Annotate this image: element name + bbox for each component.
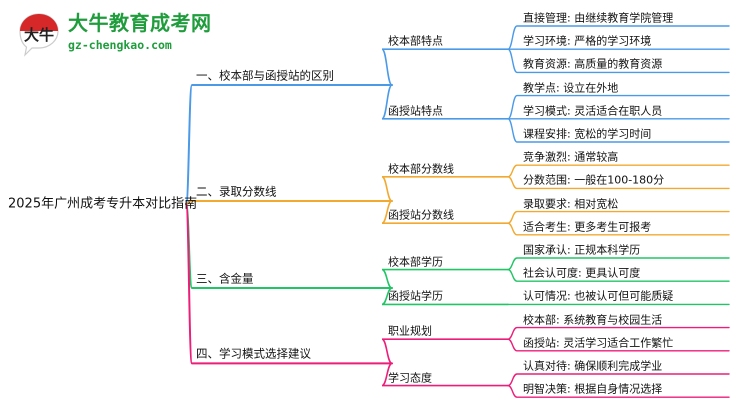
leaf-node[interactable]: 函授站: 灵活学习适合工作繁忙 [523,335,673,350]
leaf-node-label: 直接管理: 由继续教育学院管理 [523,11,674,25]
subtopic-node[interactable]: 校本部特点 [388,34,443,49]
branch-node[interactable]: 二、录取分数线 [196,185,277,200]
mindmap-root-node-label: 2025年广州成考专升本对比指南 [8,196,198,212]
subtopic-node-label: 函授站特点 [388,104,443,118]
svg-text:大牛: 大牛 [24,26,54,44]
subtopic-node[interactable]: 学习态度 [388,370,432,385]
subtopic-node-label: 职业规划 [388,324,432,338]
subtopic-node[interactable]: 函授站学历 [388,289,443,304]
leaf-node[interactable]: 校本部: 系统教育与校园生活 [523,312,662,327]
connector-line [381,338,509,365]
subtopic-node[interactable]: 校本部分数线 [388,161,454,176]
subtopic-node-label: 校本部分数线 [388,162,454,176]
subtopic-node-label: 函授站分数线 [388,208,454,222]
branch-node[interactable]: 四、学习模式选择建议 [196,347,311,362]
leaf-node-label: 社会认可度: 更具认可度 [523,266,641,280]
leaf-node[interactable]: 教学点: 设立在外地 [523,80,618,95]
branch-node-label: 三、含金量 [196,271,254,286]
subtopic-node[interactable]: 校本部学历 [388,254,443,269]
leaf-node[interactable]: 直接管理: 由继续教育学院管理 [523,11,673,26]
subtopic-node-label: 校本部特点 [388,34,443,48]
leaf-node-label: 学习模式: 灵活适合在职人员 [523,104,663,118]
leaf-node-label: 函授站: 灵活学习适合工作繁忙 [523,336,674,350]
leaf-node-label: 适合考生: 更多考生可报考 [523,220,652,234]
leaf-node-label: 学习环境: 严格的学习环境 [523,34,652,48]
logo-wordmark: 大牛教育成考网 gz-chengkao.com [68,11,228,53]
leaf-node-label: 录取要求: 相对宽松 [523,197,619,211]
leaf-node-label: 认真对待: 确保顺利完成学业 [523,359,663,373]
leaf-node[interactable]: 录取要求: 相对宽松 [523,196,618,211]
subtopic-node[interactable]: 函授站分数线 [388,208,454,223]
leaf-node-label: 分数范围: 一般在100-180分 [523,173,665,187]
connector-line [381,48,509,86]
connector-line [381,268,509,289]
branch-node-label: 一、校本部与函授站的区别 [196,68,334,83]
leaf-node[interactable]: 国家承认: 正规本科学历 [523,243,640,258]
branch-node[interactable]: 三、含金量 [196,272,254,287]
leaf-node[interactable]: 教育资源: 高质量的教育资源 [523,57,662,72]
branch-node[interactable]: 一、校本部与函授站的区别 [196,69,334,84]
leaf-node-label: 明智决策: 根据自身情况选择 [523,382,663,396]
connector-line [381,176,509,202]
subtopic-node[interactable]: 函授站特点 [388,103,443,118]
subtopic-node-label: 校本部学历 [388,255,443,269]
logo-mark-icon: 大牛 [19,13,59,57]
leaf-node-label: 竞争激烈: 通常较高 [523,150,619,164]
leaf-node[interactable]: 认可情况: 也被认可但可能质疑 [523,289,673,304]
leaf-node[interactable]: 分数范围: 一般在100-180分 [523,173,664,188]
subtopic-node-label: 学习态度 [388,371,432,385]
branch-node-label: 二、录取分数线 [196,184,277,199]
site-logo: 大牛 大牛教育成考网 gz-chengkao.com [16,10,226,62]
leaf-node-label: 教育资源: 高质量的教育资源 [523,57,663,71]
mindmap-root-node[interactable]: 2025年广州成考专升本对比指南 [8,197,197,212]
leaf-node-label: 认可情况: 也被认可但可能质疑 [523,289,674,303]
leaf-node-label: 国家承认: 正规本科学历 [523,243,641,257]
leaf-node[interactable]: 学习环境: 严格的学习环境 [523,34,651,49]
leaf-node-label: 教学点: 设立在外地 [523,81,619,95]
leaf-node-label: 课程安排: 宽松的学习时间 [523,127,652,141]
connector-line [185,200,393,205]
branch-node-label: 四、学习模式选择建议 [196,346,311,361]
leaf-node[interactable]: 社会认可度: 更具认可度 [523,266,640,281]
leaf-node[interactable]: 认真对待: 确保顺利完成学业 [523,359,662,374]
leaf-node-label: 校本部: 系统教育与校园生活 [523,313,663,327]
leaf-node[interactable]: 学习模式: 灵活适合在职人员 [523,103,662,118]
subtopic-node[interactable]: 职业规划 [388,324,432,339]
subtopic-node-label: 函授站学历 [388,289,443,303]
logo-name-cn: 大牛教育成考网 [68,11,212,35]
leaf-node[interactable]: 竞争激烈: 通常较高 [523,150,618,165]
leaf-node[interactable]: 课程安排: 宽松的学习时间 [523,127,651,142]
leaf-node[interactable]: 明智决策: 根据自身情况选择 [523,382,662,397]
leaf-node[interactable]: 适合考生: 更多考生可报考 [523,219,651,234]
logo-name-en: gz-chengkao.com [68,38,172,52]
